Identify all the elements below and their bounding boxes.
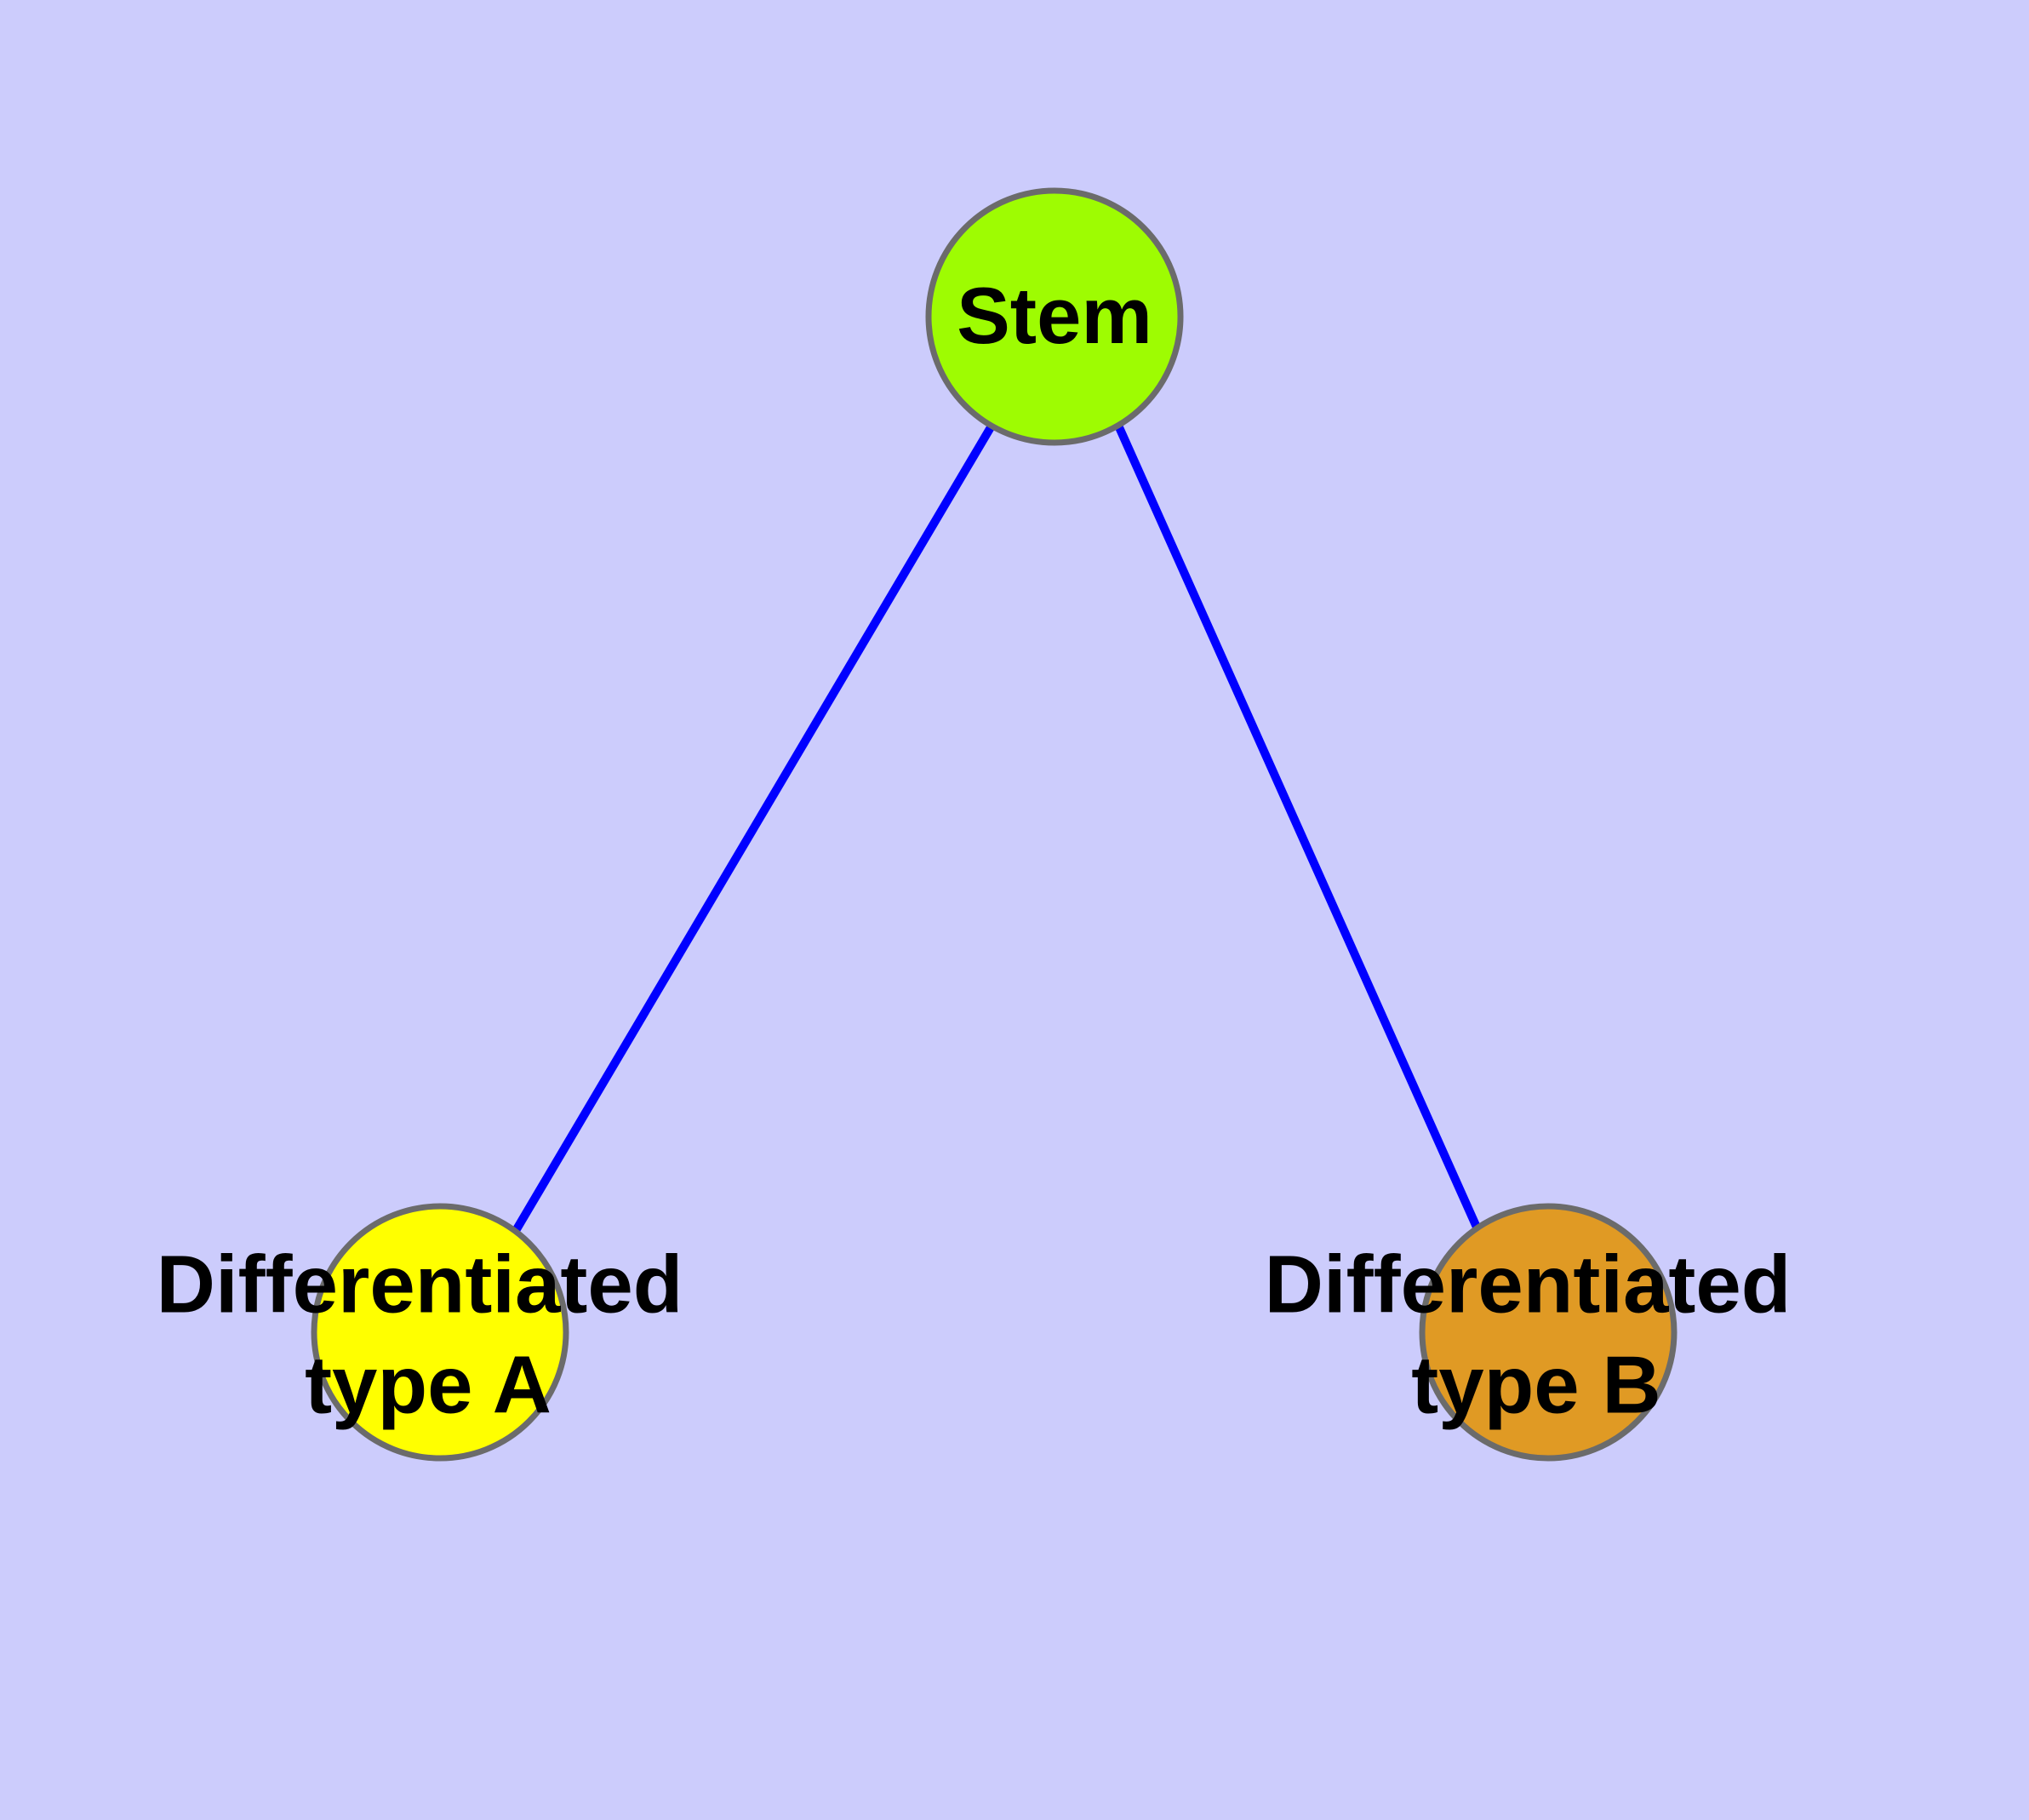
node-stem[interactable]: Stem: [925, 187, 1184, 446]
node-differentiated-type-b-circle[interactable]: [1419, 1203, 1677, 1462]
node-differentiated-type-a-label-line2: type A: [305, 1339, 552, 1430]
node-differentiated-type-a-label-line1: Differentiated: [157, 1239, 683, 1330]
edge-stem-to-differentiated-type-a[interactable]: [512, 425, 995, 1232]
edge-stem-to-differentiated-type-b[interactable]: [1115, 425, 1483, 1233]
node-differentiated-type-b-label-line1: Differentiated: [1265, 1239, 1792, 1330]
node-differentiated-type-a-circle[interactable]: [311, 1203, 569, 1462]
node-stem-label: Stem: [957, 271, 1152, 360]
node-stem-circle[interactable]: [925, 187, 1184, 446]
node-differentiated-type-a[interactable]: Differentiated type A: [157, 1203, 683, 1462]
edge-group: [512, 425, 1483, 1233]
node-differentiated-type-b-label-line2: type B: [1411, 1339, 1660, 1430]
node-differentiated-type-b[interactable]: Differentiated type B: [1265, 1203, 1792, 1462]
